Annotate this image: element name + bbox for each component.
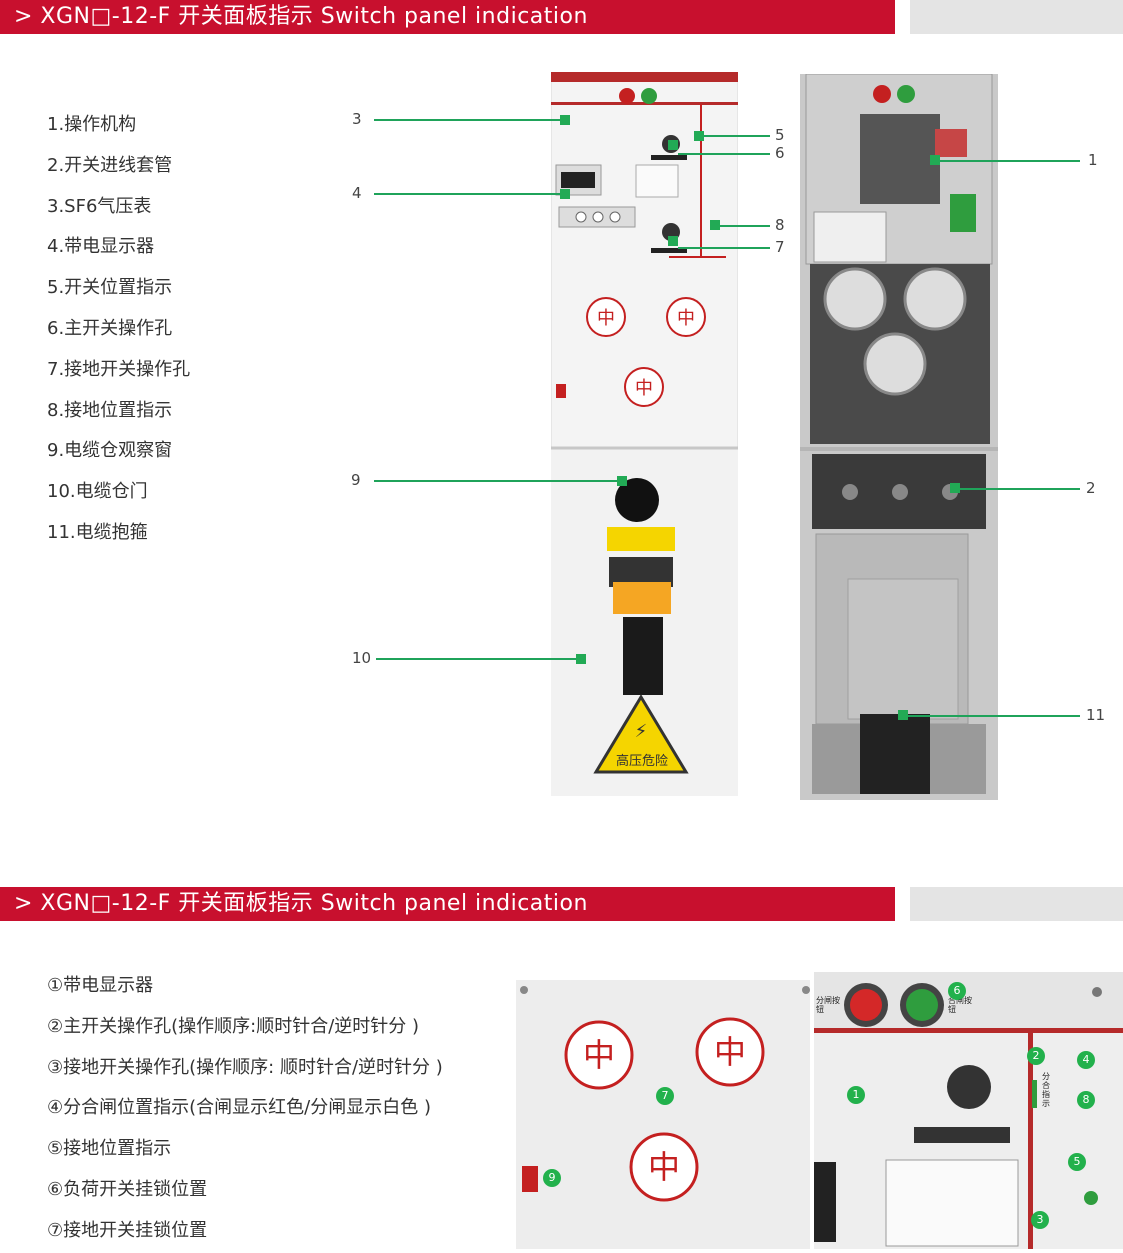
- leader-line: [940, 160, 1080, 162]
- list-item: ①带电显示器: [47, 966, 443, 1007]
- svg-text:中: 中: [677, 308, 695, 329]
- section1-title: > XGN□-12-F 开关面板指示 Switch panel indicati…: [14, 4, 588, 29]
- svg-text:中: 中: [635, 378, 653, 399]
- list-item: 11.电缆抱箍: [47, 513, 190, 554]
- section1-header-grey: [910, 0, 1123, 34]
- photo-marker: 6: [948, 982, 966, 1000]
- list-item: 3.SF6气压表: [47, 187, 190, 228]
- photo-marker: 5: [1068, 1153, 1086, 1171]
- upper-panel-closeup: 分闸按钮 合闸按钮 分合指示: [814, 972, 1123, 1249]
- callout-number: 6: [775, 144, 785, 162]
- leader-line: [704, 135, 770, 137]
- list-item: ⑤接地位置指示: [47, 1129, 443, 1170]
- photo-marker: 2: [1027, 1047, 1045, 1065]
- callout-number: 7: [775, 238, 785, 256]
- open-button-label: 分闸按钮: [816, 996, 840, 1014]
- callout-marker: [668, 236, 678, 246]
- photo-marker: 4: [1077, 1051, 1095, 1069]
- svg-text:中: 中: [714, 1033, 746, 1071]
- list-item: 9.电缆仓观察窗: [47, 431, 190, 472]
- callout-number: 11: [1086, 706, 1105, 724]
- list-item: 8.接地位置指示: [47, 391, 190, 432]
- callout-marker: [668, 140, 678, 150]
- callout-number: 2: [1086, 479, 1096, 497]
- leader-line: [374, 193, 562, 195]
- list-item: 2.开关进线套管: [47, 146, 190, 187]
- leader-line: [374, 119, 562, 121]
- callout-number: 1: [1088, 151, 1098, 169]
- callout-number: 5: [775, 126, 785, 144]
- photo-marker: 7: [656, 1087, 674, 1105]
- lower-panel-closeup: 中 中 中: [516, 980, 810, 1249]
- list-item: 6.主开关操作孔: [47, 309, 190, 350]
- callout-number: 9: [351, 471, 361, 489]
- list-item: ⑦接地开关挂锁位置: [47, 1211, 443, 1252]
- leader-line: [908, 715, 1080, 717]
- front-panel-image: 中 中 中 ⚡ 高压危险: [551, 72, 738, 796]
- callout-marker: [950, 483, 960, 493]
- callout-number: 10: [352, 649, 371, 667]
- photo-marker: 9: [543, 1169, 561, 1187]
- leader-line: [376, 658, 580, 660]
- switch-indicator-label: 分合指示: [1042, 1072, 1052, 1108]
- callout-number: 4: [352, 184, 362, 202]
- warning-sign-label: 高压危险: [611, 750, 673, 769]
- callout-marker: [617, 476, 627, 486]
- indicator-list: ①带电显示器 ②主开关操作孔(操作顺序:顺时针合/逆时针分 ) ③接地开关操作孔…: [47, 966, 443, 1252]
- list-item: 1.操作机构: [47, 105, 190, 146]
- list-item: ③接地开关操作孔(操作顺序: 顺时针合/逆时针分 ): [47, 1048, 443, 1089]
- callout-marker: [694, 131, 704, 141]
- callout-number: 8: [775, 216, 785, 234]
- list-item: ④分合闸位置指示(合闸显示红色/分闸显示白色 ): [47, 1088, 443, 1129]
- section2-title: > XGN□-12-F 开关面板指示 Switch panel indicati…: [14, 891, 588, 916]
- leader-line: [374, 480, 620, 482]
- leader-line: [678, 153, 770, 155]
- callout-marker: [560, 189, 570, 199]
- svg-text:中: 中: [648, 1148, 680, 1186]
- section2-header-grey: [910, 887, 1123, 921]
- callout-marker: [930, 155, 940, 165]
- photo-marker: 3: [1031, 1211, 1049, 1229]
- list-item: ⑥负荷开关挂锁位置: [47, 1170, 443, 1211]
- leader-line: [678, 247, 770, 249]
- list-item: 4.带电显示器: [47, 227, 190, 268]
- svg-text:中: 中: [583, 1036, 615, 1074]
- callout-marker: [710, 220, 720, 230]
- callout-marker: [898, 710, 908, 720]
- callout-marker: [576, 654, 586, 664]
- photo-marker: 1: [847, 1086, 865, 1104]
- leader-line: [720, 225, 770, 227]
- internal-panel-image: [800, 74, 998, 800]
- component-list: 1.操作机构 2.开关进线套管 3.SF6气压表 4.带电显示器 5.开关位置指…: [47, 105, 190, 554]
- callout-marker: [560, 115, 570, 125]
- photo-marker: 8: [1077, 1091, 1095, 1109]
- callout-number: 3: [352, 110, 362, 128]
- svg-text:中: 中: [597, 308, 615, 329]
- list-item: 5.开关位置指示: [47, 268, 190, 309]
- section1-header: > XGN□-12-F 开关面板指示 Switch panel indicati…: [0, 0, 895, 34]
- svg-text:⚡: ⚡: [635, 721, 648, 742]
- leader-line: [960, 488, 1080, 490]
- list-item: ②主开关操作孔(操作顺序:顺时针合/逆时针分 ): [47, 1007, 443, 1048]
- list-item: 7.接地开关操作孔: [47, 350, 190, 391]
- list-item: 10.电缆仓门: [47, 472, 190, 513]
- section2-header: > XGN□-12-F 开关面板指示 Switch panel indicati…: [0, 887, 895, 921]
